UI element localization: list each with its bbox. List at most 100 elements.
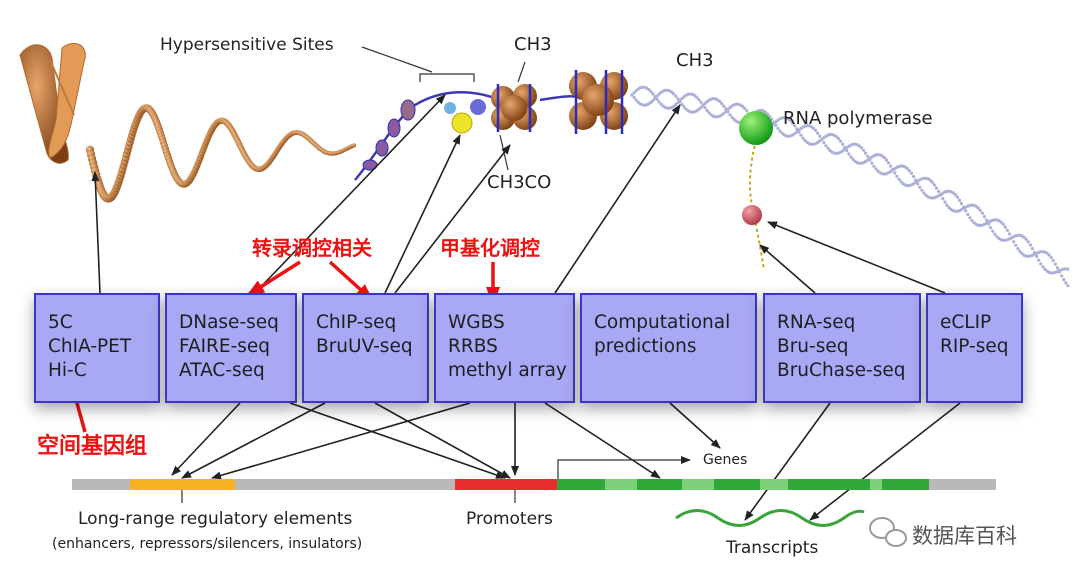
- helix-dot: [882, 156, 887, 160]
- helix-dot: [630, 93, 634, 97]
- rna-polymerase-icon: [739, 111, 773, 271]
- method-label: ChIP-seq: [316, 312, 397, 333]
- upward-arrows: [91, 94, 946, 294]
- helix-dot: [647, 87, 651, 92]
- helix-dot: [682, 105, 686, 109]
- gene-region: [557, 479, 929, 490]
- helix-dot: [970, 219, 974, 223]
- helix-dot: [1001, 222, 1005, 226]
- helix-dot: [632, 91, 636, 95]
- helix-dot: [634, 98, 638, 102]
- promoters-label: Promoters: [466, 509, 553, 529]
- helix-dot: [657, 92, 661, 96]
- method-label: methyl array: [448, 360, 567, 381]
- helix-dot: [1060, 274, 1064, 278]
- helix-dot: [1030, 247, 1035, 251]
- helix-dot: [1035, 254, 1039, 258]
- helix-dot: [728, 113, 732, 117]
- method-label: BruUV-seq: [316, 336, 413, 357]
- helix-dot: [943, 200, 947, 204]
- helix-dot: [866, 154, 870, 158]
- helix-dot: [818, 134, 822, 138]
- helix-dot: [957, 198, 962, 202]
- helix-dot: [939, 193, 943, 197]
- helix-dot: [893, 171, 897, 175]
- helix-dot: [649, 89, 653, 94]
- method-label: Bru-seq: [777, 336, 849, 357]
- helix-dot: [803, 138, 807, 143]
- helix-dot: [895, 174, 899, 178]
- helix-dot: [874, 167, 878, 171]
- helix-dot: [703, 101, 707, 106]
- helix-dot: [1005, 228, 1010, 232]
- helix-dot: [909, 171, 914, 175]
- helix-dot: [955, 195, 960, 199]
- dna-helix: [630, 85, 1070, 288]
- helix-dot: [649, 100, 653, 105]
- helix-dot: [720, 101, 724, 106]
- helix-dot: [695, 95, 699, 99]
- helix-dot: [1003, 225, 1007, 229]
- helix-dot: [897, 177, 901, 181]
- helix-dot: [793, 124, 797, 128]
- helix-dot: [786, 117, 791, 121]
- genome-track: [72, 456, 996, 503]
- helix-dot: [1047, 253, 1051, 257]
- helix-dot: [905, 166, 909, 171]
- helix-dot: [655, 97, 659, 101]
- helix-dot: [991, 229, 995, 233]
- helix-dot: [1062, 278, 1066, 282]
- helix-dot: [930, 180, 934, 184]
- helix-dot: [672, 92, 676, 96]
- small-nucleosomes: [362, 99, 416, 171]
- helix-dot: [845, 149, 849, 153]
- helix-dot: [670, 90, 674, 94]
- method-box-rna: RNA-seq Bru-seq BruChase-seq: [763, 293, 921, 403]
- spatial-genome-annotation: 空间基因组: [37, 434, 148, 459]
- promoter-region: [455, 479, 557, 490]
- helix-dot: [945, 203, 949, 207]
- helix-dot: [740, 104, 745, 108]
- helix-dot: [745, 109, 749, 113]
- method-label: WGBS: [448, 312, 505, 333]
- method-label: FAIRE-seq: [179, 336, 271, 357]
- helix-dot: [1012, 240, 1016, 244]
- method-box-methylation: WGBS RRBS methyl array: [434, 293, 575, 403]
- helix-dot: [1018, 249, 1022, 253]
- helix-dot: [1024, 237, 1028, 241]
- helix-dot: [678, 98, 682, 103]
- helix-dot: [857, 144, 861, 148]
- genes-label: Genes: [703, 452, 748, 468]
- helix-dot: [1041, 265, 1045, 269]
- helix-dot: [1014, 243, 1018, 247]
- method-box-chromatin-conformation: 5C ChIA-PET Hi-C: [34, 293, 160, 403]
- histone-modification-balls: [444, 99, 486, 134]
- long-range-label: Long-range regulatory elements: [78, 509, 353, 529]
- helix-dot: [822, 141, 826, 145]
- method-label: BruChase-seq: [777, 360, 906, 381]
- helix-dot: [1043, 267, 1047, 271]
- helix-dot: [980, 211, 985, 215]
- helix-dot: [889, 164, 893, 168]
- helix-dot: [912, 175, 916, 179]
- helix-dot: [655, 94, 659, 98]
- ch3-label-left: CH3: [514, 34, 552, 55]
- helix-dot: [674, 94, 678, 98]
- helix-dot: [951, 191, 955, 195]
- helix-dot: [841, 142, 845, 146]
- nucleosome-cluster-2: [569, 70, 628, 134]
- ch3co-label: CH3CO: [487, 172, 552, 193]
- helix-dot: [839, 139, 843, 143]
- helix-dot: [859, 146, 864, 150]
- helix-dot: [1053, 262, 1057, 266]
- helix-dot: [632, 96, 636, 100]
- helix-dot: [870, 161, 874, 165]
- helix-dot: [680, 102, 684, 107]
- helix-dot: [886, 161, 891, 165]
- method-label: ChIA-PET: [48, 336, 132, 357]
- method-label: RRBS: [448, 336, 498, 357]
- helix-dot: [1026, 240, 1030, 244]
- helix-dot: [995, 235, 999, 239]
- method-label: Computational: [594, 312, 731, 333]
